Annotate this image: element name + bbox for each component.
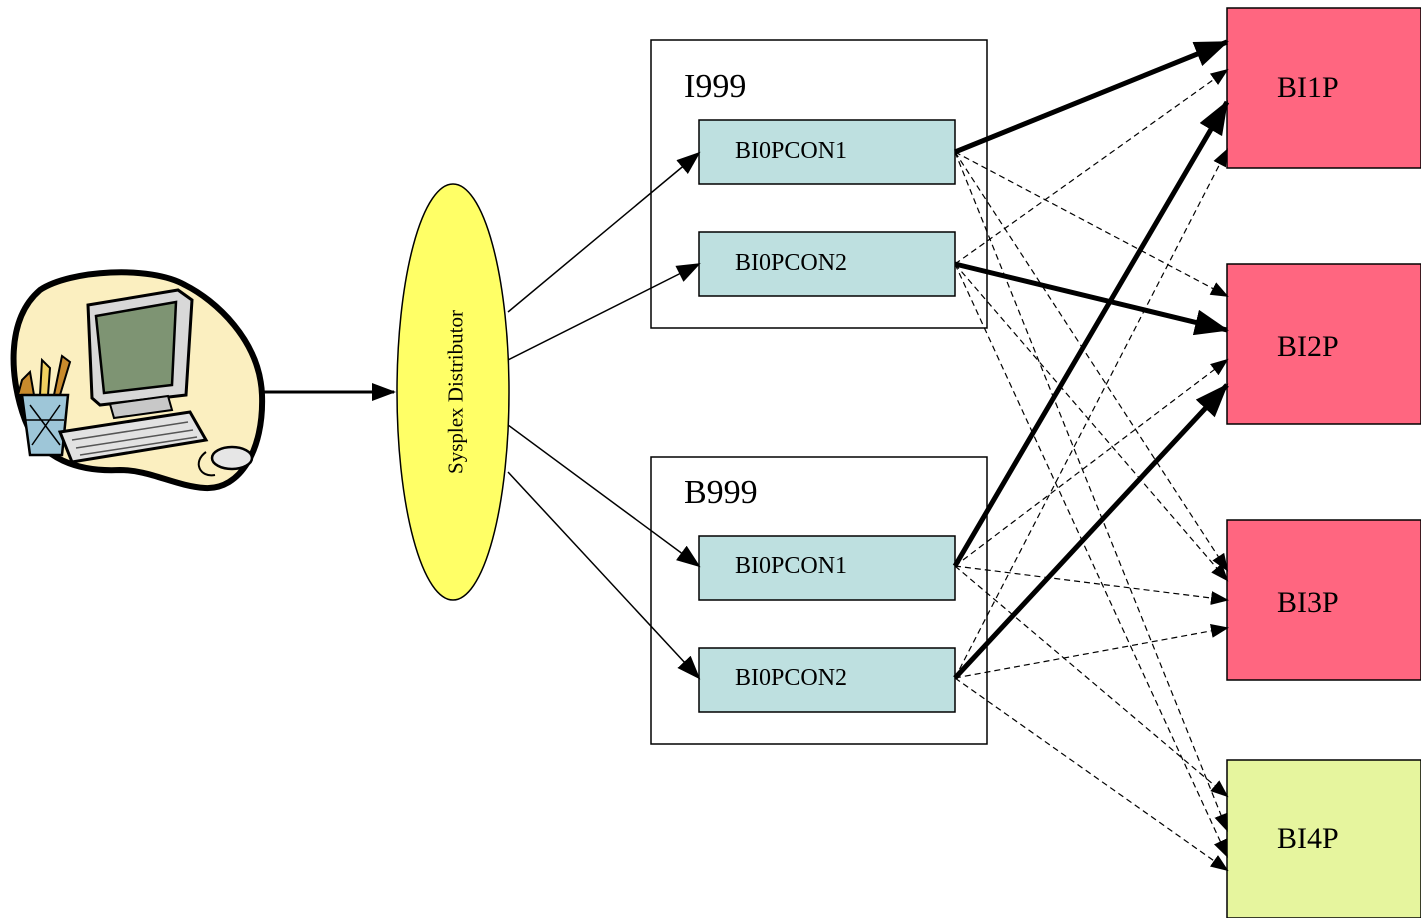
connection-label-b999-bi0pcon1: BI0PCON1 xyxy=(735,553,848,579)
sysplex-distributor-label: Sysplex Distributor xyxy=(443,310,468,474)
standby-link xyxy=(954,68,1229,265)
standby-link xyxy=(954,358,1229,567)
group-box-i999 xyxy=(650,39,988,329)
group-label-i999: I999 xyxy=(684,68,747,105)
distributor-to-b999-con1-arrow xyxy=(507,424,701,568)
target-box-bi1p xyxy=(1226,7,1421,169)
target-box-bi4p xyxy=(1226,759,1421,918)
active-link-i999-con2-bi2p xyxy=(954,261,1229,336)
mouse-icon xyxy=(197,445,254,477)
group-label-b999: B999 xyxy=(684,474,758,511)
connection-label-b999-bi0pcon2: BI0PCON2 xyxy=(735,665,848,691)
target-label-bi3p: BI3P xyxy=(1277,586,1339,619)
standby-link xyxy=(954,565,1229,798)
connection-box-i999-bi0pcon2 xyxy=(698,231,956,297)
active-links xyxy=(952,39,1230,680)
standby-link xyxy=(954,148,1228,679)
connection-box-i999-bi0pcon1 xyxy=(698,119,956,185)
pencil-cup-icon xyxy=(16,354,72,457)
standby-link xyxy=(954,151,1229,297)
distributor-to-i999-con2-arrow xyxy=(507,263,701,361)
distributor-to-i999-con1-arrow xyxy=(507,151,701,313)
connection-label-i999-bi0pcon1: BI0PCON1 xyxy=(735,138,848,164)
active-link-i999-con1-bi1p xyxy=(954,39,1229,155)
standby-link xyxy=(954,263,1228,858)
computer-workstation-icon xyxy=(10,269,266,492)
active-link-b999-con1-bi1p xyxy=(952,100,1230,568)
target-box-bi3p xyxy=(1226,519,1421,681)
standby-link xyxy=(954,151,1229,572)
target-label-bi2p: BI2P xyxy=(1277,330,1339,363)
standby-link xyxy=(954,151,1228,832)
standby-links xyxy=(954,68,1229,872)
connection-box-b999-bi0pcon2 xyxy=(698,647,956,713)
connection-label-i999-bi0pcon2: BI0PCON2 xyxy=(735,250,848,276)
target-label-bi1p: BI1P xyxy=(1277,71,1339,104)
target-box-bi2p xyxy=(1226,263,1421,425)
sysplex-distributor-node xyxy=(396,183,510,601)
connection-box-b999-bi0pcon1 xyxy=(698,535,956,601)
standby-link xyxy=(954,565,1229,605)
standby-link xyxy=(954,677,1229,872)
active-link-b999-con2-bi2p xyxy=(953,383,1229,680)
target-label-bi4p: BI4P xyxy=(1277,822,1339,855)
group-box-b999 xyxy=(650,456,988,745)
standby-link xyxy=(954,624,1229,679)
distributor-to-b999-con2-arrow xyxy=(507,471,701,680)
